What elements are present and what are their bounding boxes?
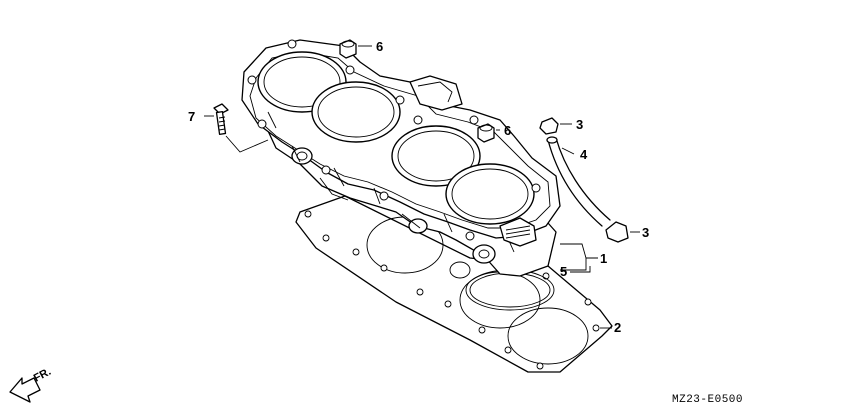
callout-3-upper: 3: [576, 117, 583, 132]
front-label: FR.: [32, 366, 53, 385]
water-hose: [546, 136, 611, 227]
callout-1: 1: [600, 251, 607, 266]
hose-clamp-upper: [539, 117, 559, 135]
hose-clamp-lower: [605, 221, 629, 243]
diagram-code: MZ23-E0500: [672, 394, 743, 406]
leader-lines: [204, 45, 640, 329]
callout-6-mid: 6: [504, 123, 511, 138]
cylinder-bore-4: [445, 163, 535, 225]
callout-5: 5: [560, 264, 567, 279]
callouts: 6 6 3 4 3 1 5 2 7: [188, 39, 649, 335]
cylinder-block: [241, 39, 561, 277]
cylinder-bore-2: [311, 81, 401, 143]
callout-3-lower: 3: [642, 225, 649, 240]
callout-4: 4: [580, 147, 588, 162]
callout-2: 2: [614, 320, 621, 335]
dowel-pin-mid: [477, 123, 495, 143]
callout-6-top: 6: [376, 39, 383, 54]
cylinder-bore-3: [391, 125, 481, 187]
callout-7: 7: [188, 109, 195, 124]
front-direction-arrow: FR.: [9, 366, 53, 403]
dowel-pin-top: [339, 39, 357, 59]
bolt: [213, 103, 229, 135]
